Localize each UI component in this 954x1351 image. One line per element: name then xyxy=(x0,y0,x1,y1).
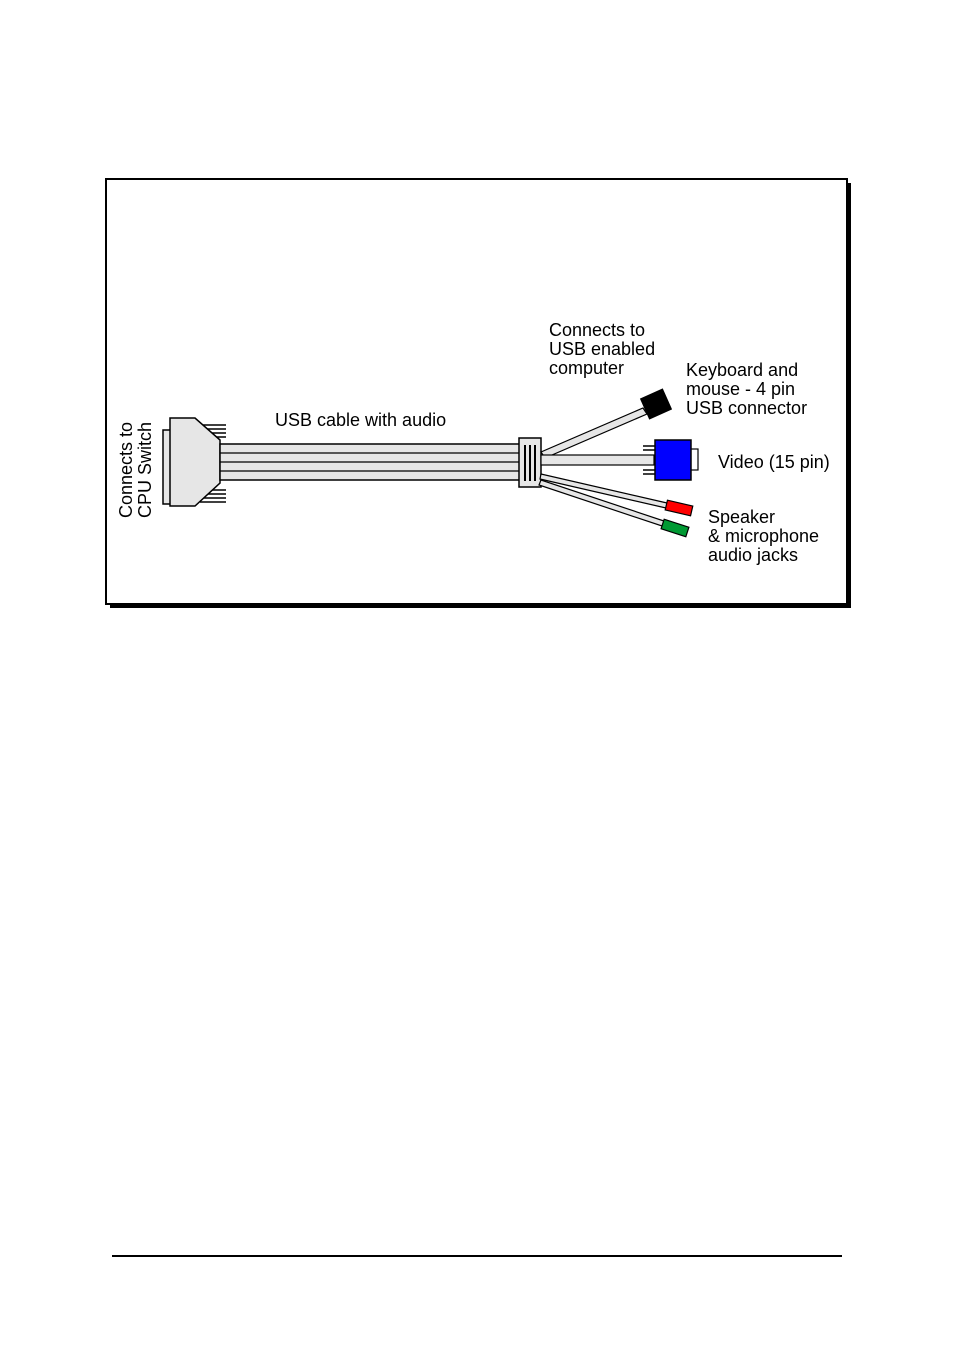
audio-label-line1: Speaker xyxy=(708,507,775,527)
video-cable xyxy=(540,454,655,466)
audio-label-line3: audio jacks xyxy=(708,545,798,565)
db-connector xyxy=(162,417,221,507)
video-connector xyxy=(643,439,699,481)
cpu-switch-label-line2: CPU Switch xyxy=(135,422,155,518)
footer-rule xyxy=(112,1255,842,1257)
computer-label-line2: USB enabled xyxy=(549,339,655,359)
video-label: Video (15 pin) xyxy=(718,452,830,472)
audio-label-line2: & microphone xyxy=(708,526,819,546)
cable-bundle xyxy=(219,443,521,481)
usb-label-line3: USB connector xyxy=(686,398,807,418)
usb-label-line2: mouse - 4 pin xyxy=(686,379,795,399)
usb-connector xyxy=(639,388,673,420)
computer-label-line1: Connects to xyxy=(549,320,645,340)
computer-label-line3: computer xyxy=(549,358,624,378)
usb-label-line1: Keyboard and xyxy=(686,360,798,380)
microphone-jack xyxy=(660,518,690,538)
speaker-jack xyxy=(664,499,694,517)
cpu-switch-label-line1: Connects to xyxy=(116,422,136,518)
db-connector-body xyxy=(169,417,221,507)
cable-label: USB cable with audio xyxy=(275,410,446,430)
diagram-frame xyxy=(105,178,848,605)
cable-splitter xyxy=(518,437,542,488)
